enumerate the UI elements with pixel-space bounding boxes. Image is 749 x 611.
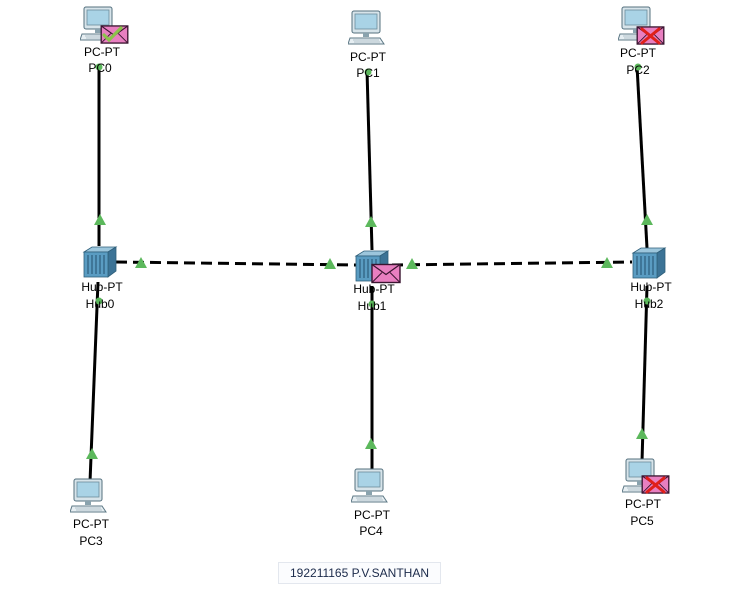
port-up-dot: [364, 68, 372, 76]
fail-x-icon: [645, 476, 666, 494]
device-pc4[interactable]: PC-PT PC4: [351, 468, 391, 538]
port-up-dot: [95, 297, 103, 305]
port-up-dot: [634, 63, 642, 71]
device-type-label: PC-PT: [73, 517, 110, 531]
device-pc3[interactable]: PC-PT PC3: [70, 478, 110, 548]
port-up-indicator: [324, 258, 336, 269]
device-name-label: PC3: [79, 534, 103, 548]
device-type-label: Hub-PT: [630, 280, 672, 294]
port-up-dot: [95, 63, 103, 71]
device-hub1[interactable]: Hub-PT Hub1: [353, 250, 395, 313]
hub-icon: [83, 246, 117, 278]
link-hub0-hub1[interactable]: [115, 260, 357, 267]
pdu-failed-envelope[interactable]: [641, 475, 670, 494]
device-pc1[interactable]: PC-PT PC1: [348, 10, 387, 80]
device-type-label: Hub-PT: [353, 282, 395, 296]
pdu-success-envelope[interactable]: [100, 25, 129, 44]
note-text: 192211165 P.V.SANTHAN: [290, 566, 429, 580]
port-up-indicator: [636, 428, 648, 439]
device-name-label: Hub0: [86, 297, 115, 311]
device-hub2[interactable]: Hub-PT Hub2: [630, 247, 672, 311]
device-type-label: PC-PT: [350, 50, 387, 64]
device-type-label: PC-PT: [354, 508, 391, 522]
port-up-indicator: [365, 216, 377, 227]
pc-icon: [70, 478, 107, 513]
device-pc2[interactable]: PC-PT PC2: [618, 6, 657, 77]
port-up-dot: [643, 297, 651, 305]
port-up-indicator: [94, 214, 106, 225]
device-name-label: Hub1: [358, 299, 387, 313]
device-name-label: PC1: [356, 66, 380, 80]
fail-x-icon: [640, 27, 661, 45]
port-up-indicator: [86, 448, 98, 459]
device-hub0[interactable]: Hub-PT Hub0: [81, 246, 123, 311]
device-name-label: Hub2: [635, 297, 664, 311]
port-up-indicator: [601, 257, 613, 268]
port-up-indicator: [406, 258, 418, 269]
pc-icon: [348, 10, 385, 45]
device-pc5[interactable]: PC-PT PC5: [622, 458, 662, 528]
device-name-label: PC4: [359, 524, 383, 538]
note-caption[interactable]: 192211165 P.V.SANTHAN: [278, 562, 441, 584]
envelope-icon: [371, 263, 401, 284]
device-type-label: PC-PT: [625, 497, 662, 511]
port-up-indicator: [135, 257, 147, 268]
device-type-label: PC-PT: [84, 45, 121, 59]
port-up-dot: [368, 300, 376, 308]
checkmark-icon: [102, 26, 123, 43]
device-name-label: PC5: [630, 514, 654, 528]
pdu-in-transit-envelope[interactable]: [371, 263, 401, 284]
link-pc3-hub0[interactable]: [88, 281, 100, 483]
device-type-label: PC-PT: [620, 46, 657, 60]
link-hub1-hub2[interactable]: [391, 260, 633, 267]
pc-icon: [351, 468, 388, 503]
device-name-label: PC0: [88, 61, 112, 75]
device-name-label: PC2: [626, 63, 650, 77]
hub-icon: [632, 247, 666, 279]
device-pc0[interactable]: PC-PT PC0: [80, 6, 121, 75]
port-up-indicator: [365, 438, 377, 449]
port-up-indicator: [641, 214, 653, 225]
pdu-failed-envelope[interactable]: [636, 26, 665, 45]
device-type-label: Hub-PT: [81, 280, 123, 294]
